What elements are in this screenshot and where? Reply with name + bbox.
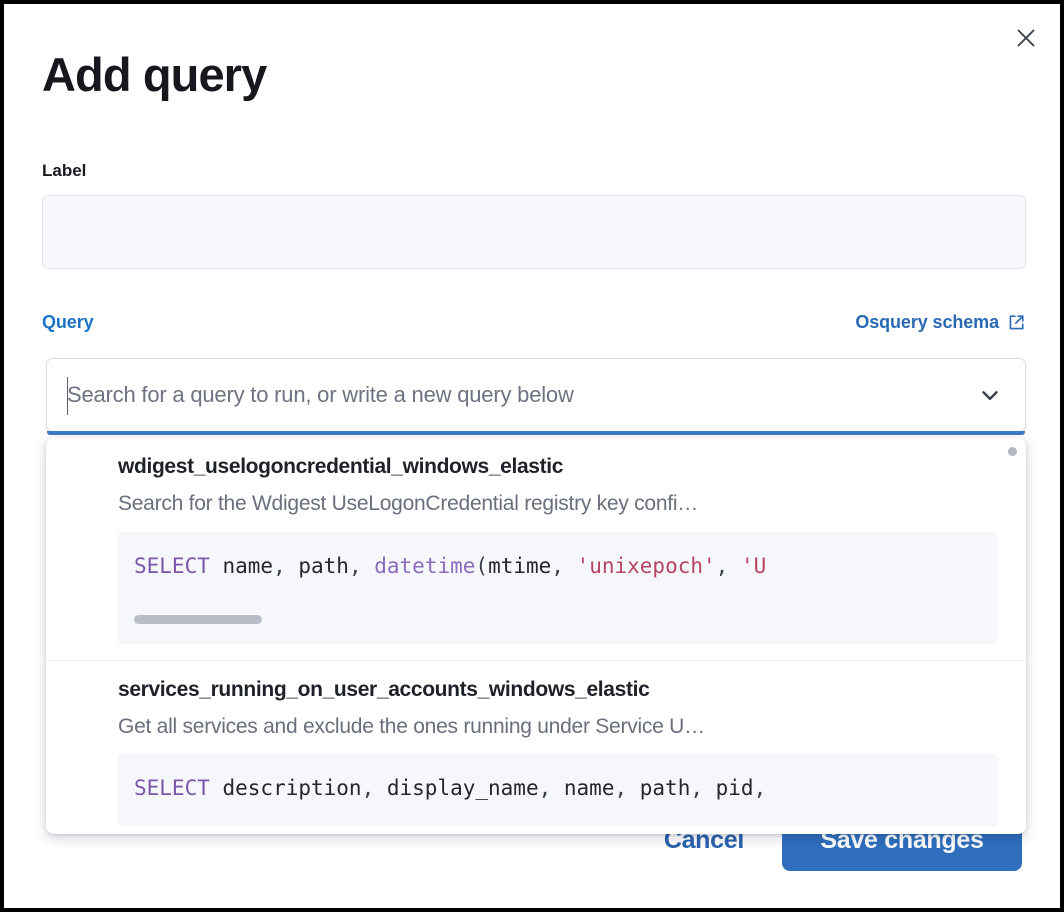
code-token: , — [551, 553, 577, 578]
list-item-description: Search for the Wdigest UseLogonCredentia… — [118, 492, 699, 516]
code-token: ( — [475, 553, 489, 578]
code-token: path — [639, 776, 691, 801]
code-token: pid — [715, 776, 754, 801]
code-token: name — [563, 776, 615, 801]
query-combobox[interactable]: Search for a query to run, or write a ne… — [46, 358, 1026, 435]
code-token: , — [538, 776, 564, 801]
label-field-group: Label — [42, 159, 1026, 269]
query-suggestions-dropdown[interactable]: wdigest_uselogoncredential_windows_elast… — [46, 438, 1026, 834]
add-query-modal: Add query Label Query Osquery schema — [4, 4, 1060, 908]
list-item-title: wdigest_uselogoncredential_windows_elast… — [118, 455, 564, 478]
code-token: display_name — [386, 776, 539, 801]
label-field-label: Label — [42, 161, 87, 180]
list-item-title: services_running_on_user_accounts_window… — [118, 677, 650, 701]
code-token: SELECT — [134, 776, 210, 801]
label-input[interactable] — [42, 194, 1026, 269]
code-token: , — [361, 776, 387, 801]
list-item[interactable]: wdigest_uselogoncredential_windows_elast… — [46, 438, 1026, 660]
code-token: , — [348, 553, 375, 578]
code-line: SELECT name, path, datetime(mtime, 'unix… — [134, 552, 998, 580]
code-token: name — [209, 553, 274, 578]
code-token: SELECT — [134, 553, 210, 578]
code-token: path — [298, 553, 349, 578]
code-horizontal-scrollbar[interactable] — [134, 614, 262, 624]
query-legend: Query — [42, 312, 94, 332]
osquery-schema-link[interactable]: Osquery schema — [855, 312, 1026, 333]
osquery-schema-link-label: Osquery schema — [855, 312, 999, 332]
list-item-description: Get all services and exclude the ones ru… — [118, 714, 705, 738]
query-field-header: Query Osquery schema — [42, 312, 1026, 333]
code-token: , — [273, 553, 299, 578]
query-combobox-placeholder: Search for a query to run, or write a ne… — [67, 382, 574, 407]
list-item-code-block: SELECT description, display_name, name, … — [118, 754, 998, 827]
code-token: mtime — [488, 553, 552, 578]
code-token: description — [209, 776, 362, 801]
external-link-icon — [1007, 313, 1026, 332]
close-icon — [1014, 26, 1038, 50]
code-line: SELECT description, display_name, name, … — [134, 774, 998, 802]
dropdown-scroll-area: wdigest_uselogoncredential_windows_elast… — [46, 438, 1026, 834]
close-icon-button[interactable] — [1004, 16, 1048, 60]
chevron-down-icon[interactable] — [973, 378, 1007, 412]
page-title: Add query — [42, 48, 267, 101]
text-caret — [67, 377, 68, 415]
dropdown-scrollbar-thumb[interactable] — [1008, 447, 1017, 456]
code-token: , — [690, 776, 716, 801]
code-token: 'U — [740, 553, 767, 578]
list-item[interactable]: services_running_on_user_accounts_window… — [46, 659, 1026, 834]
code-token: , — [614, 776, 640, 801]
code-token: , — [753, 776, 767, 801]
code-token: , — [715, 553, 741, 578]
list-item-code-block: SELECT name, path, datetime(mtime, 'unix… — [118, 531, 998, 644]
code-token: datetime — [374, 553, 476, 578]
code-token: 'unixepoch' — [576, 553, 716, 578]
